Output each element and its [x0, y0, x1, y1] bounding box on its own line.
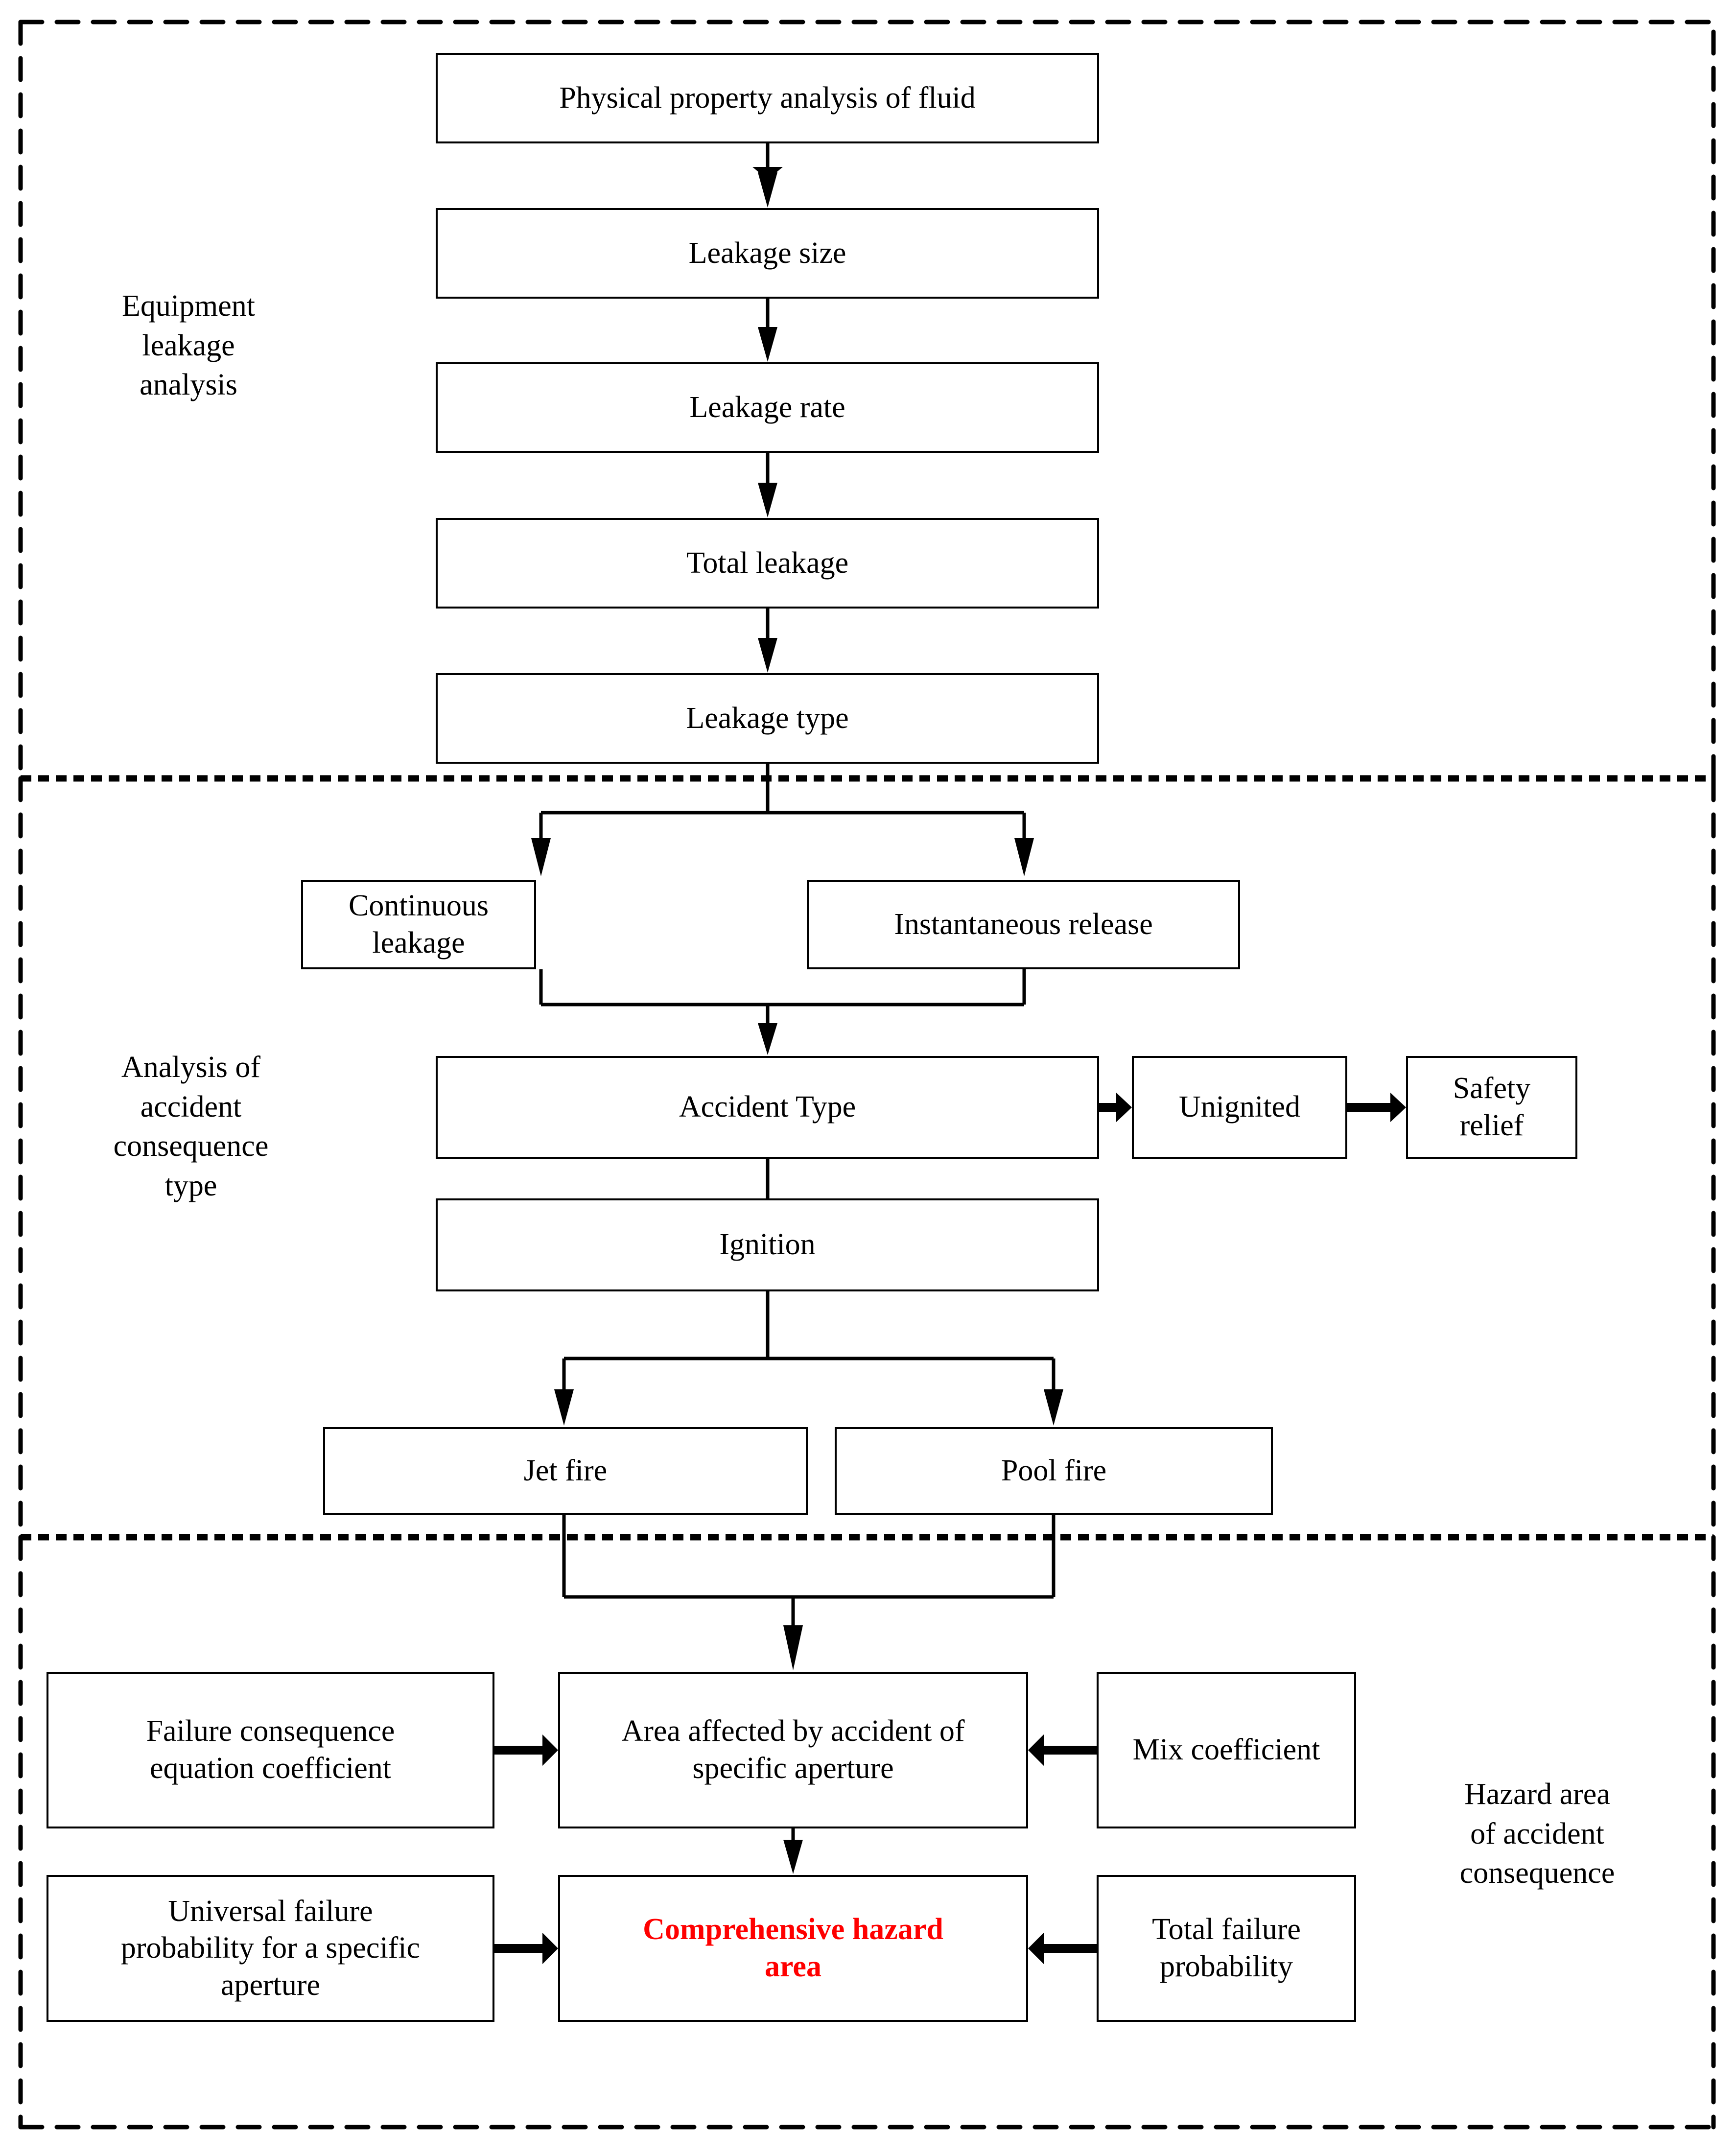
node-safety-relief[interactable]: Safety relief — [1406, 1056, 1577, 1159]
node-label: Mix coefficient — [1132, 1733, 1320, 1767]
connector-fires-merge-area-affected — [562, 1515, 1056, 1670]
node-label: Jet fire — [523, 1454, 608, 1488]
arrow-chain-top — [758, 143, 777, 673]
node-mix-coefficient[interactable]: Mix coefficient — [1097, 1672, 1356, 1828]
node-label: Instantaneous release — [894, 908, 1153, 941]
node-label: Ignition — [719, 1228, 816, 1262]
node-label: Total leakage — [686, 546, 849, 580]
node-comprehensive-hazard-area[interactable]: Comprehensive hazard area — [558, 1875, 1028, 2022]
connector-area-affected-comprehensive — [783, 1828, 803, 1874]
section-label-analysis-of-accident-consequence-type: Analysis of accident consequence type — [113, 1051, 269, 1202]
connector-accident-type-unignited — [1099, 1093, 1132, 1122]
connector-ignition-split — [554, 1291, 1063, 1426]
node-label: Area affected by accident of specific ap… — [621, 1714, 965, 1785]
connector-fires-merge-accident-type — [539, 969, 1026, 1055]
section-border-hazard-area-of-accident-consequence — [18, 1535, 1716, 2130]
node-leakage-size[interactable]: Leakage size — [436, 208, 1099, 299]
section-border-analysis-of-accident-consequence-type — [18, 776, 1716, 1541]
node-area-affected-by-accident-of-specific-aperture[interactable]: Area affected by accident of specific ap… — [558, 1672, 1028, 1828]
node-jet-fire[interactable]: Jet fire — [323, 1427, 808, 1515]
node-label: Universal failure probability for a spec… — [120, 1894, 421, 2002]
node-pool-fire[interactable]: Pool fire — [835, 1427, 1273, 1515]
node-failure-consequence-equation-coefficient[interactable]: Failure consequence equation coefficient — [47, 1672, 494, 1828]
node-instantaneous-release[interactable]: Instantaneous release — [807, 880, 1240, 969]
connector-leakage-type-split — [531, 764, 1034, 876]
node-label: Unignited — [1179, 1090, 1300, 1124]
node-label: Leakage type — [686, 701, 849, 735]
connector-mix-coefficient-area-affected — [1028, 1734, 1097, 1766]
node-label: Continuous leakage — [349, 889, 489, 960]
node-ignition[interactable]: Ignition — [436, 1198, 1099, 1291]
connector-failure-coefficient-area-affected — [494, 1734, 558, 1766]
node-label: Safety relief — [1453, 1072, 1531, 1142]
node-label: Accident Type — [679, 1090, 856, 1124]
node-universal-failure-probability-for-a-specific-aperture[interactable]: Universal failure probability for a spec… — [47, 1875, 494, 2022]
node-label: Total failure probability — [1152, 1913, 1301, 1983]
section-label-equipment-leakage-analysis: Equipment leakage analysis — [121, 289, 256, 402]
section-border-equipment-leakage-analysis — [18, 20, 1716, 782]
node-continuous-leakage[interactable]: Continuous leakage — [301, 880, 536, 969]
node-label: Physical property analysis of fluid — [559, 81, 976, 115]
connector-universal-probability-comprehensive — [494, 1933, 558, 1964]
node-unignited[interactable]: Unignited — [1132, 1056, 1347, 1159]
section-label-hazard-area-of-accident-consequence: Hazard area of accident consequence — [1459, 1778, 1615, 1890]
node-total-failure-probability[interactable]: Total failure probability — [1097, 1875, 1356, 2022]
node-label: Failure consequence equation coefficient — [146, 1714, 395, 1785]
node-physical-property-analysis-of-fluid[interactable]: Physical property analysis of fluid — [436, 53, 1099, 143]
connector-total-probability-comprehensive — [1028, 1933, 1097, 1964]
node-label: Leakage size — [688, 236, 846, 270]
node-label: Pool fire — [1001, 1454, 1107, 1488]
node-label: Comprehensive hazard area — [643, 1913, 943, 1983]
node-total-leakage[interactable]: Total leakage — [436, 518, 1099, 609]
node-leakage-rate[interactable]: Leakage rate — [436, 362, 1099, 453]
node-label: Leakage rate — [689, 390, 845, 424]
node-accident-type[interactable]: Accident Type — [436, 1056, 1099, 1159]
connector-unignited-safety-relief — [1347, 1093, 1406, 1122]
node-leakage-type[interactable]: Leakage type — [436, 673, 1099, 764]
